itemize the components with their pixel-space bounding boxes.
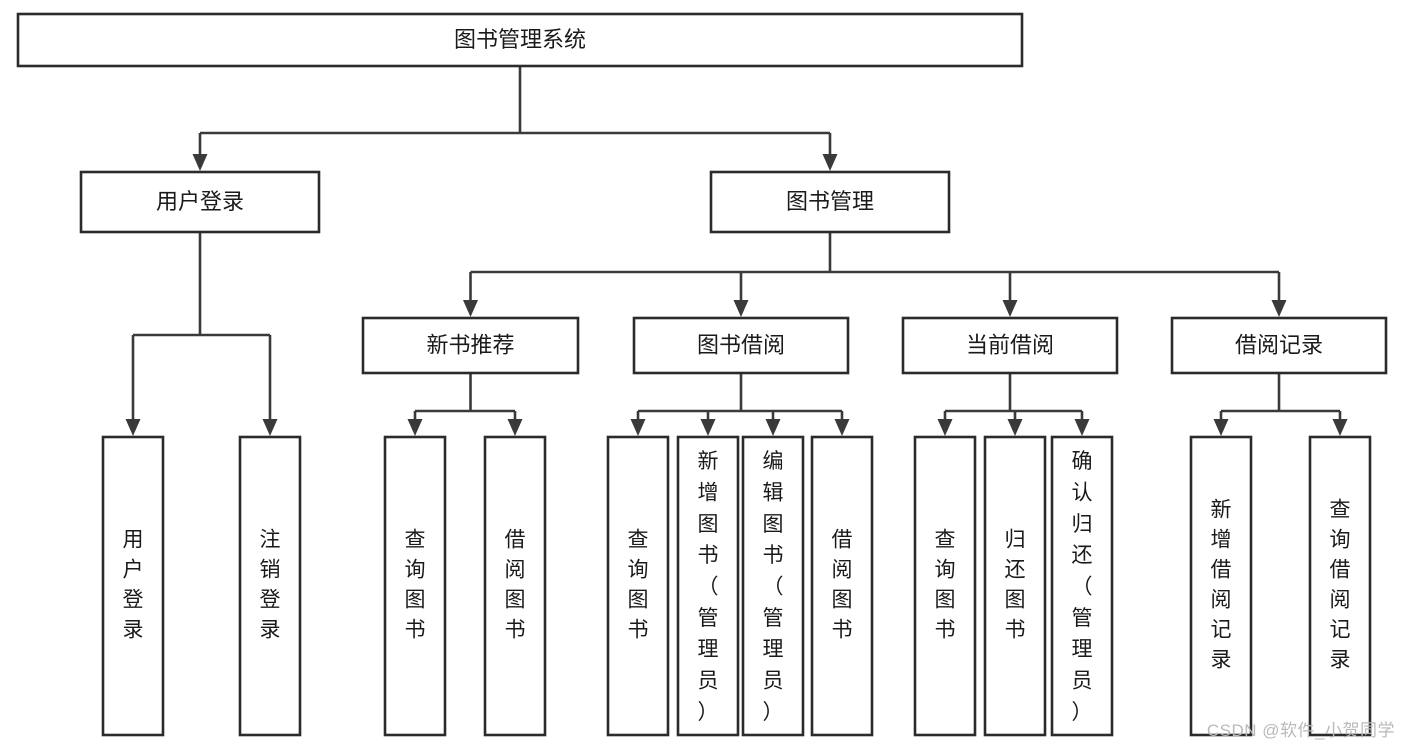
arrow-head-icon-leaf-edit-book-admin [765, 419, 781, 436]
arrow-head-icon-leaf-user-logout [262, 419, 278, 436]
node-leaf-add-book-admin[interactable]: 新增图书（管理员） [676, 435, 740, 737]
arrow-head-icon-leaf-add-book-admin [700, 419, 716, 436]
edges-layer [125, 66, 1348, 436]
arrow-head-icon-leaf-borrow-book-2 [834, 419, 850, 436]
arrow-head-icon-leaf-user-login [125, 419, 141, 436]
node-new-book-recommend-label: 新书推荐 [426, 332, 514, 357]
arrow-head-icon-current-borrow [1002, 300, 1018, 317]
nodes-layer: 图书管理系统用户登录图书管理新书推荐图书借阅当前借阅借阅记录用户登录注销登录查询… [16, 12, 1388, 737]
node-leaf-query-book-1-label: 查询图书 [405, 529, 426, 642]
node-leaf-edit-book-admin[interactable]: 编辑图书（管理员） [741, 435, 805, 737]
node-root-system-label: 图书管理系统 [454, 27, 586, 52]
arrow-head-icon-leaf-borrow-book-1 [507, 419, 523, 436]
arrow-head-icon-book-manage [822, 154, 838, 171]
node-leaf-return-book-label: 归还图书 [1005, 529, 1026, 642]
node-leaf-query-book-2[interactable]: 查询图书 [606, 435, 670, 737]
arrow-head-icon-new-book-recommend [463, 300, 478, 317]
node-leaf-borrow-book-2-label: 借阅图书 [832, 529, 853, 642]
node-leaf-query-book-1[interactable]: 查询图书 [383, 435, 447, 737]
node-leaf-edit-book-admin-label: 编辑图书（管理员） [763, 450, 784, 724]
arrow-head-icon-leaf-add-borrow-record [1213, 419, 1229, 436]
node-leaf-borrow-book-1-label: 借阅图书 [505, 529, 526, 642]
node-leaf-borrow-book-2[interactable]: 借阅图书 [810, 435, 874, 737]
node-leaf-user-logout[interactable]: 注销登录 [238, 435, 302, 737]
node-leaf-user-logout-label: 注销登录 [260, 529, 281, 642]
node-leaf-confirm-return-admin-label: 确认归还（管理员） [1072, 450, 1093, 724]
node-borrow-record[interactable]: 借阅记录 [1170, 316, 1388, 375]
arrow-head-icon-leaf-query-book-2 [630, 419, 646, 436]
node-current-borrow[interactable]: 当前借阅 [901, 316, 1119, 375]
node-leaf-add-borrow-record-label: 新增借阅记录 [1211, 499, 1232, 672]
node-leaf-add-borrow-record[interactable]: 新增借阅记录 [1189, 435, 1253, 737]
arrow-head-icon-borrow-record [1271, 300, 1287, 317]
node-root-system[interactable]: 图书管理系统 [16, 12, 1024, 68]
node-leaf-query-book-3-label: 查询图书 [935, 529, 956, 642]
node-book-borrow-label: 图书借阅 [697, 332, 785, 357]
node-leaf-query-book-3[interactable]: 查询图书 [913, 435, 977, 737]
arrow-head-icon-leaf-query-book-3 [937, 419, 953, 436]
node-book-borrow[interactable]: 图书借阅 [632, 316, 850, 375]
node-leaf-query-borrow-record[interactable]: 查询借阅记录 [1308, 435, 1372, 737]
arrow-head-icon-book-borrow [733, 300, 749, 317]
node-leaf-borrow-book-1[interactable]: 借阅图书 [483, 435, 547, 737]
arrow-head-icon-user-login [192, 154, 208, 171]
node-leaf-return-book[interactable]: 归还图书 [983, 435, 1047, 737]
node-leaf-user-login-label: 用户登录 [123, 529, 144, 642]
arrow-head-icon-leaf-query-borrow-record [1332, 419, 1348, 436]
node-leaf-user-login[interactable]: 用户登录 [101, 435, 165, 737]
node-leaf-confirm-return-admin[interactable]: 确认归还（管理员） [1050, 435, 1114, 737]
node-user-login-label: 用户登录 [156, 189, 244, 214]
node-leaf-add-book-admin-label: 新增图书（管理员） [698, 450, 719, 724]
node-leaf-query-borrow-record-label: 查询借阅记录 [1330, 499, 1351, 672]
node-book-manage[interactable]: 图书管理 [709, 170, 951, 234]
csdn-watermark: CSDN @软件_小贺同学 [1206, 721, 1395, 740]
node-book-manage-label: 图书管理 [786, 189, 874, 214]
node-new-book-recommend[interactable]: 新书推荐 [361, 316, 580, 375]
arrow-head-icon-leaf-query-book-1 [407, 419, 423, 436]
arrow-head-icon-leaf-return-book [1007, 419, 1023, 436]
node-current-borrow-label: 当前借阅 [966, 332, 1054, 357]
node-user-login[interactable]: 用户登录 [79, 170, 321, 234]
node-borrow-record-label: 借阅记录 [1235, 332, 1323, 357]
arrow-head-icon-leaf-confirm-return-admin [1074, 419, 1090, 436]
node-leaf-query-book-2-label: 查询图书 [628, 529, 649, 642]
